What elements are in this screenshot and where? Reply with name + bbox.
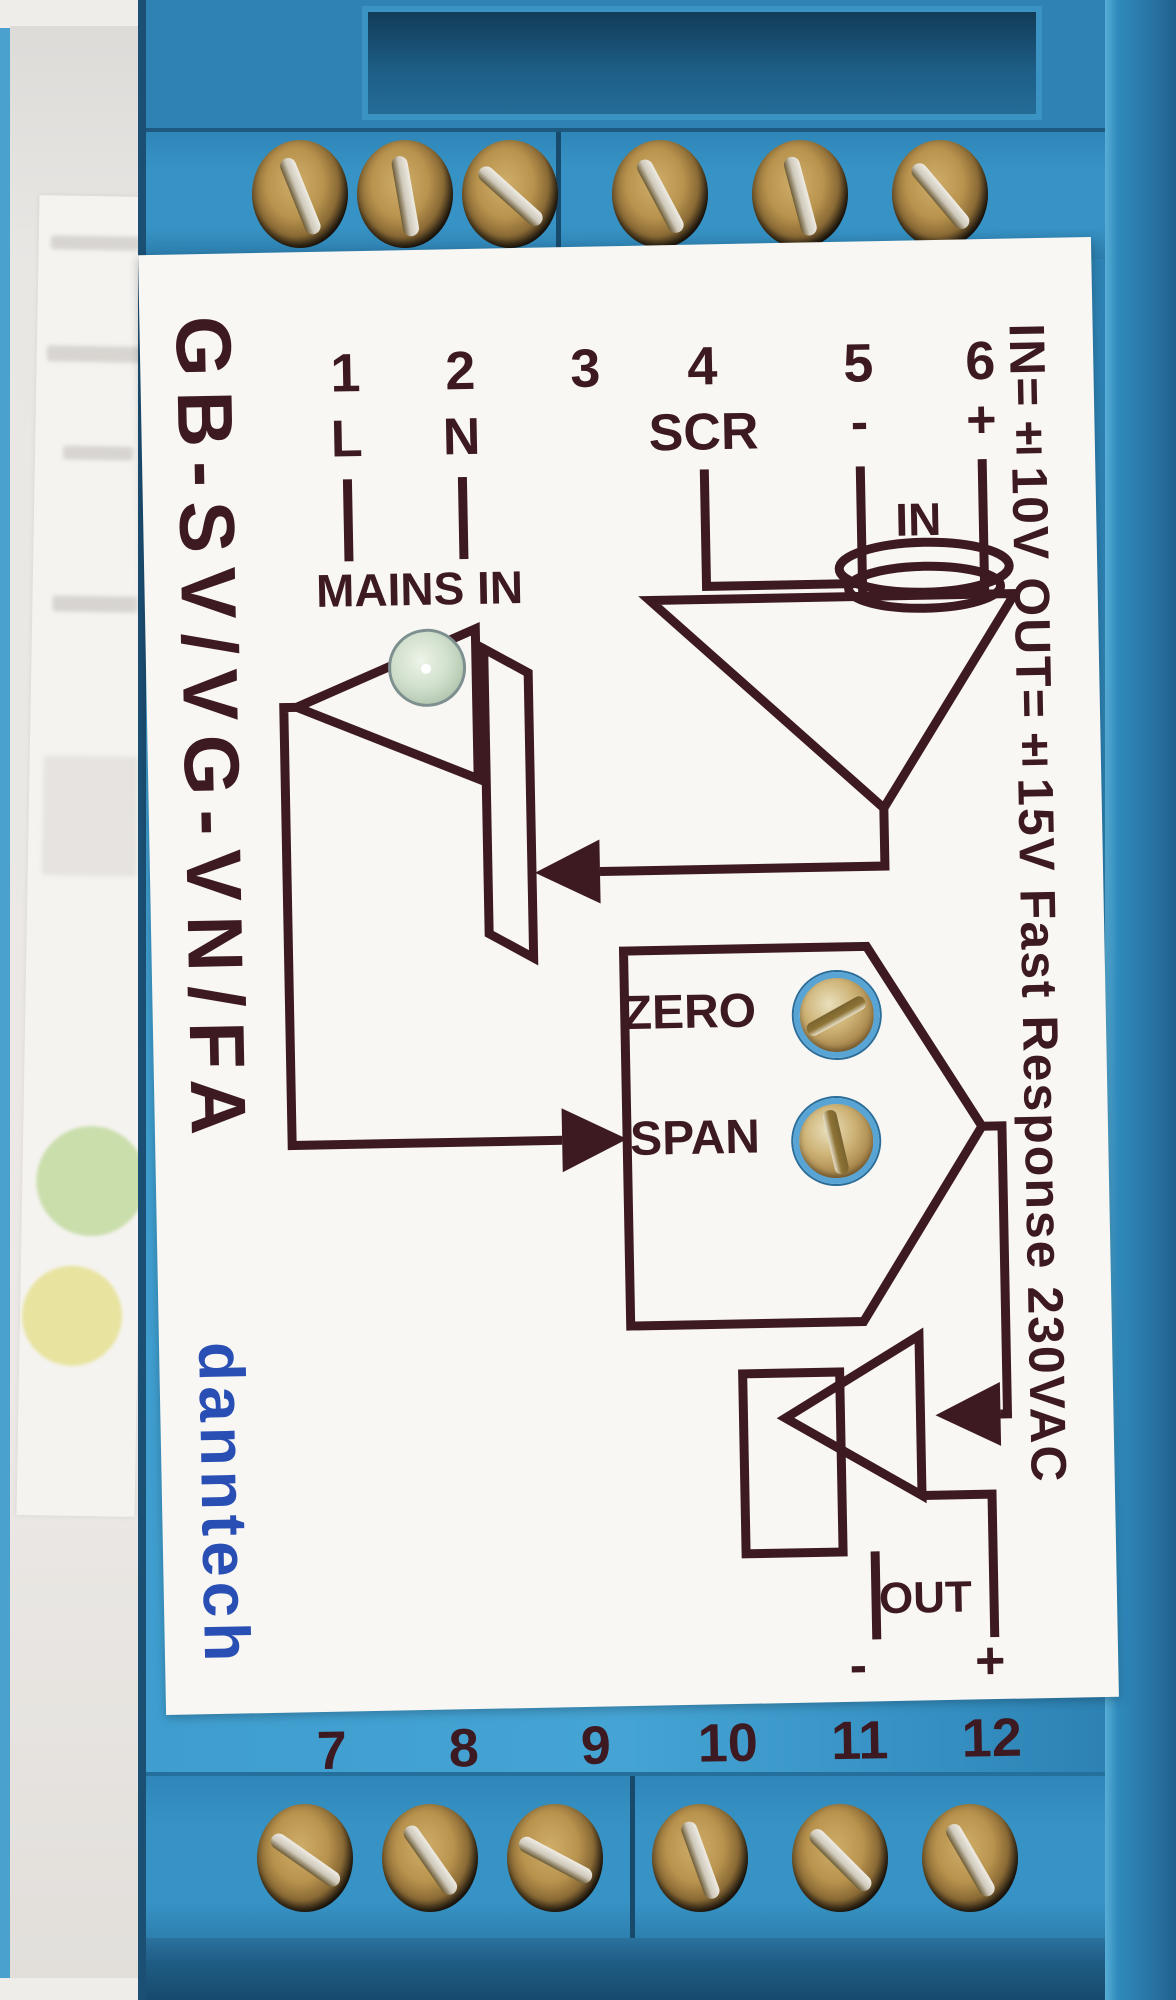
terminal-number-11: 11 — [830, 1710, 889, 1772]
input-shield-ellipse — [844, 561, 1006, 613]
input-amp-triangle — [638, 588, 1023, 816]
terminal-screw-5 — [752, 140, 848, 248]
terminal-block-bottom — [146, 1772, 1105, 1948]
left-arrowhead — [935, 1381, 1002, 1446]
screw-slot — [633, 156, 686, 235]
housing-side-panel — [10, 26, 158, 1978]
terminal-screw-4 — [612, 140, 708, 248]
terminal-number-1: 1 — [329, 343, 361, 404]
terminal-screw-3 — [462, 140, 558, 248]
terminal-screw-1 — [252, 140, 348, 248]
terminal-number-5: 5 — [842, 333, 874, 394]
sticker-faint-text — [50, 235, 141, 251]
housing-top-cap — [146, 0, 1105, 132]
top-recess-opening — [362, 6, 1042, 120]
terminal-screw-7 — [257, 1804, 353, 1912]
terminal-block-top — [146, 128, 1105, 259]
output-minus-label: - — [849, 1636, 868, 1695]
zero-span-box — [618, 941, 988, 1331]
right-arrowhead — [561, 1108, 628, 1173]
input-stage-link-wire — [599, 807, 890, 877]
screw-slot — [277, 155, 323, 236]
housing-right-wall — [1105, 0, 1176, 2000]
terminal-block-divider — [556, 132, 561, 259]
isolation-barrier — [479, 641, 539, 966]
housing-left-edge — [0, 28, 12, 1978]
screw-slot — [400, 1821, 460, 1898]
screw-slot — [805, 1825, 875, 1894]
terminal-label-scr: SCR — [648, 402, 760, 463]
terminal-number-3: 3 — [569, 338, 601, 399]
front-label: GB-SV/VG-VN/FA IN=±10V OUT=±15V Fast Res… — [138, 236, 1119, 1781]
pot-slot — [822, 1108, 851, 1176]
screw-slot — [474, 162, 546, 229]
mains-l-wire — [342, 479, 354, 562]
zero-label: ZERO — [622, 984, 757, 1041]
left-arrowhead — [535, 839, 601, 904]
sticker-faint-text — [62, 445, 134, 461]
brand-logo: danntech — [184, 1341, 264, 1667]
led-glint — [421, 663, 432, 674]
terminal-label-l: L — [330, 410, 364, 469]
screw-slot — [390, 154, 420, 237]
yellow-dot-sticker — [21, 1264, 123, 1367]
sticker-faint-text — [46, 345, 147, 363]
feedback-wire — [279, 702, 563, 1151]
output-barrier-rect — [738, 1367, 848, 1559]
mains-n-wire — [457, 477, 469, 560]
terminal-label-plus: + — [965, 390, 998, 450]
scr-wire — [699, 469, 859, 592]
terminal-number-10: 10 — [697, 1712, 759, 1774]
isolation-amp-triangle — [285, 622, 483, 786]
sticker-faint-text — [52, 595, 138, 613]
terminal-screw-11 — [792, 1804, 888, 1912]
screw-slot — [515, 1833, 595, 1886]
terminal-screw-12 — [922, 1804, 1018, 1912]
terminal-number-6: 6 — [964, 330, 996, 392]
output-label: OUT — [878, 1572, 973, 1624]
output-stage-link-wire — [981, 1121, 1013, 1419]
terminal-screw-8 — [382, 1804, 478, 1912]
terminal-block-divider — [630, 1776, 635, 1944]
terminal-number-7: 7 — [316, 1720, 348, 1782]
terminal-number-9: 9 — [580, 1715, 612, 1777]
screw-slot — [942, 1820, 998, 1899]
input-label: IN — [894, 492, 942, 546]
output-minus-wire — [870, 1551, 882, 1640]
terminal-screw-10 — [652, 1804, 748, 1912]
screw-slot — [678, 1818, 722, 1901]
terminal-label-minus: - — [850, 393, 869, 452]
green-dot-sticker — [35, 1125, 148, 1238]
screw-slot — [907, 159, 973, 232]
sticker-faint-block — [41, 755, 139, 877]
terminal-number-12: 12 — [961, 1707, 1023, 1769]
mains-in-label: MAINS IN — [315, 560, 524, 617]
housing-bottom-base — [146, 1938, 1105, 2000]
terminal-screw-6 — [892, 140, 988, 248]
screw-slot — [267, 1829, 343, 1890]
span-label: SPAN — [629, 1110, 761, 1166]
terminal-screw-9 — [507, 1804, 603, 1912]
screw-slot — [781, 154, 819, 237]
output-plus-wire — [921, 1489, 1000, 1638]
wiring-diagram — [279, 459, 1023, 1640]
pot-slot — [804, 994, 869, 1039]
terminal-label-n: N — [442, 407, 481, 467]
terminal-screw-2 — [357, 140, 453, 248]
terminal-number-4: 4 — [686, 336, 718, 397]
output-plus-label: + — [974, 1631, 1006, 1691]
terminal-number-2: 2 — [444, 340, 476, 402]
terminal-number-8: 8 — [448, 1718, 480, 1779]
side-sticker — [16, 195, 158, 1517]
output-amp-triangle — [776, 1327, 927, 1504]
